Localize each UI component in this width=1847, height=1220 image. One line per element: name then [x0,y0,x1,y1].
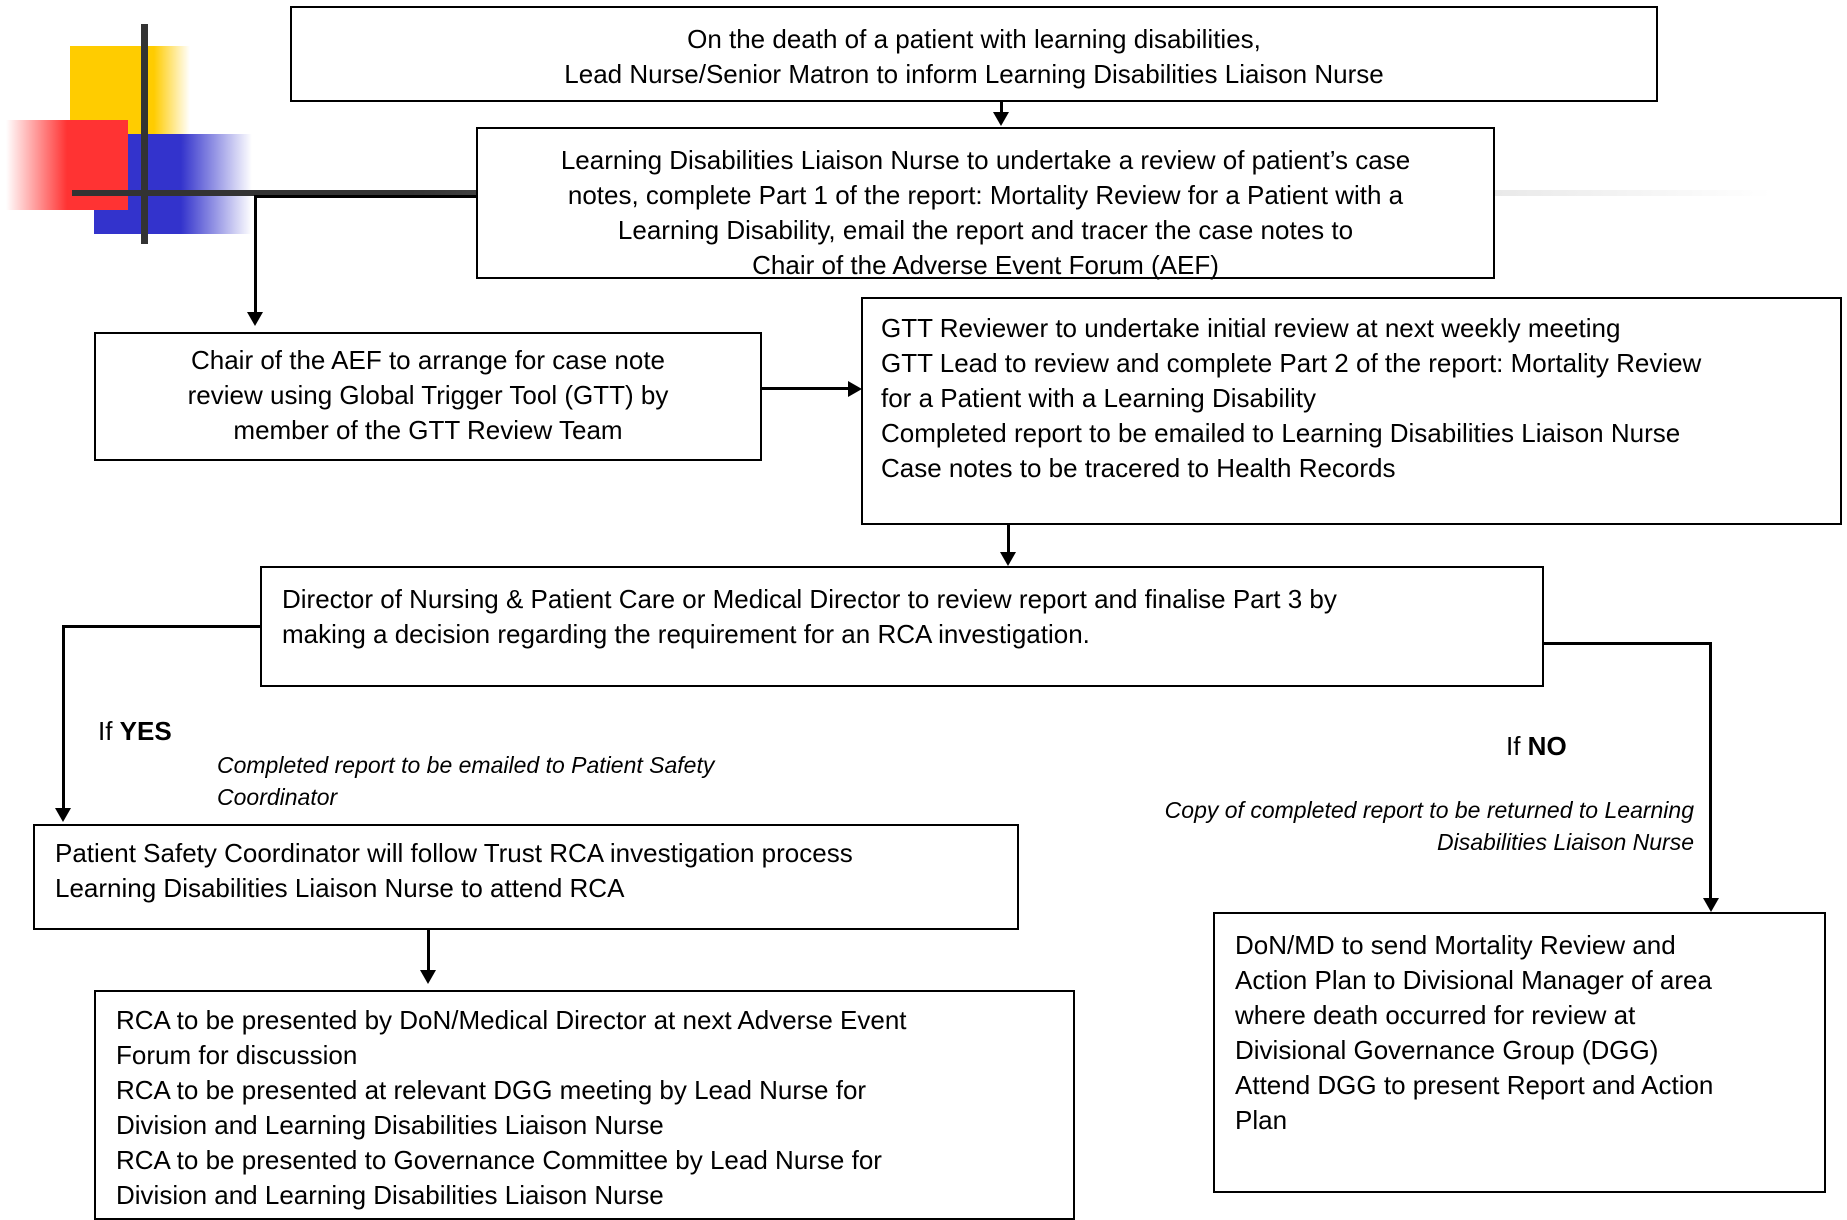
logo-red-square [6,120,128,210]
connector-line [762,387,852,390]
connector-line [62,625,65,815]
connector-line [1007,525,1010,555]
yes-prefix: If [98,716,120,746]
aef-line: member of the GTT Review Team [233,415,623,445]
psc-box: Patient Safety Coordinator will follow T… [33,824,1019,930]
rca-line: RCA to be presented by DoN/Medical Direc… [116,1005,907,1035]
logo-vertical-bar [141,24,148,244]
yes-label: If YES [98,715,172,747]
don-line: Action Plan to Divisional Manager of are… [1235,965,1712,995]
aef-line: Chair of the AEF to arrange for case not… [190,345,666,375]
connector-line [1709,642,1712,902]
review-line: Learning Disabilities Liaison Nurse to u… [560,145,1411,175]
don-line: Attend DGG to present Report and Action [1235,1070,1714,1100]
arrow-head [1000,552,1016,566]
rca-line: RCA to be presented at relevant DGG meet… [116,1075,867,1105]
no-label: If NO [1506,730,1567,762]
connector-line [427,930,430,972]
arrow-head [993,112,1009,126]
no-note-line: Copy of completed report to be returned … [1164,797,1694,823]
gtt-box: GTT Reviewer to undertake initial review… [861,297,1842,525]
connector-line [1000,102,1003,116]
review-line: Learning Disability, email the report an… [617,215,1354,245]
arrow-head [420,970,436,984]
director-box: Director of Nursing & Patient Care or Me… [260,566,1544,687]
gtt-line: GTT Lead to review and complete Part 2 o… [881,348,1702,378]
arrow-head [247,312,263,326]
director-line: making a decision regarding the requirem… [282,619,1090,649]
review-line: notes, complete Part 1 of the report: Mo… [567,180,1404,210]
arrow-head [1703,898,1719,912]
yes-note-line: Completed report to be emailed to Patien… [217,752,715,778]
psc-line: Patient Safety Coordinator will follow T… [55,838,853,868]
don-line: where death occurred for review at [1235,1000,1636,1030]
liaison-review-box: Learning Disabilities Liaison Nurse to u… [476,127,1495,280]
gtt-line: GTT Reviewer to undertake initial review… [881,313,1621,343]
arrow-head [848,381,862,397]
don-line: DoN/MD to send Mortality Review and [1235,930,1676,960]
no-keyword: NO [1527,731,1567,761]
don-line: Plan [1235,1105,1288,1135]
start-box: On the death of a patient with learning … [290,6,1658,102]
rca-line: Division and Learning Disabilities Liais… [116,1110,664,1140]
connector-line [254,195,257,313]
aef-box: Chair of the AEF to arrange for case not… [94,332,762,461]
yes-note-line: Coordinator [217,784,338,810]
rca-line: Forum for discussion [116,1040,358,1070]
start-line: Lead Nurse/Senior Matron to inform Learn… [564,59,1384,89]
rca-line: Division and Learning Disabilities Liais… [116,1180,664,1210]
yes-keyword: YES [119,716,172,746]
review-line: Chair of the Adverse Event Forum (AEF) [752,250,1219,280]
don-box: DoN/MD to send Mortality Review and Acti… [1213,912,1826,1193]
no-prefix: If [1506,731,1528,761]
connector-line [254,195,478,198]
rca-line: RCA to be presented to Governance Commit… [116,1145,882,1175]
rca-box: RCA to be presented by DoN/Medical Direc… [94,990,1075,1220]
aef-line: review using Global Trigger Tool (GTT) b… [187,380,669,410]
yes-note: Completed report to be emailed to Patien… [217,749,714,813]
decorative-logo [0,0,260,260]
no-note-line: Disabilities Liaison Nurse [1437,829,1694,855]
connector-line [1544,642,1710,645]
director-line: Director of Nursing & Patient Care or Me… [282,584,1337,614]
gtt-line: for a Patient with a Learning Disability [881,383,1317,413]
gtt-line: Completed report to be emailed to Learni… [881,418,1681,448]
start-line: On the death of a patient with learning … [687,24,1261,54]
arrow-head [55,808,71,822]
psc-line: Learning Disabilities Liaison Nurse to a… [55,873,625,903]
don-line: Divisional Governance Group (DGG) [1235,1035,1659,1065]
gtt-line: Case notes to be tracered to Health Reco… [881,453,1396,483]
no-note: Copy of completed report to be returned … [1080,794,1694,858]
connector-line [62,625,262,628]
